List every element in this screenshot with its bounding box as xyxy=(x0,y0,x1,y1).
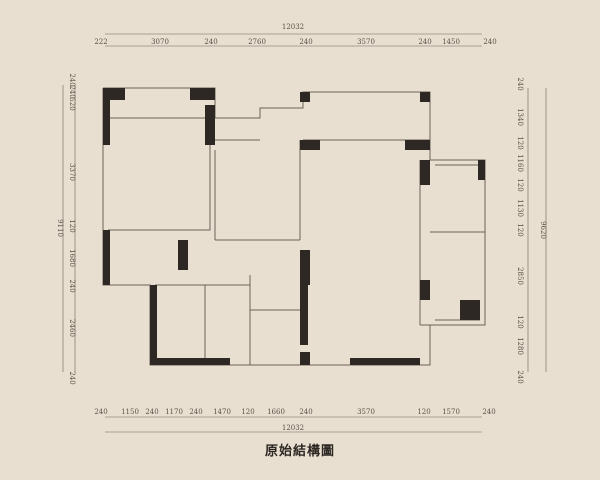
dim-left: 240 xyxy=(68,279,76,292)
dim-right-total: 9620 xyxy=(539,221,547,239)
dim-top: 3070 xyxy=(151,38,169,46)
dim-top: 240 xyxy=(418,38,431,46)
dim-top: 240 xyxy=(299,38,312,46)
dim-right: 1160 xyxy=(516,154,524,172)
dim-bottom: 240 xyxy=(189,408,202,416)
dim-left: 120 xyxy=(68,219,76,232)
plan-title: 原始結構圖 xyxy=(264,444,335,459)
walls xyxy=(102,87,486,366)
dim-right: 120 xyxy=(516,136,524,149)
dim-left: 240 xyxy=(68,73,76,86)
dim-bottom: 240 xyxy=(145,408,158,416)
dim-bottom-total: 12032 xyxy=(282,424,304,432)
dim-right: 1340 xyxy=(516,108,524,126)
dim-left: 3370 xyxy=(68,163,76,181)
dim-right: 120 xyxy=(516,178,524,191)
dimension-lines xyxy=(62,33,547,433)
dim-top: 240 xyxy=(483,38,496,46)
dim-top: 222 xyxy=(94,38,107,46)
dim-right: 120 xyxy=(516,223,524,236)
dim-bottom: 240 xyxy=(94,408,107,416)
dim-right: 240 xyxy=(516,77,524,90)
dim-bottom: 1660 xyxy=(267,408,285,416)
dim-right: 1280 xyxy=(516,337,524,355)
dim-left: 2460 xyxy=(68,319,76,337)
dim-bottom: 240 xyxy=(299,408,312,416)
dim-left: 1680 xyxy=(68,249,76,267)
dim-right: 120 xyxy=(516,315,524,328)
dim-left-total: 9110 xyxy=(56,219,64,237)
dim-bottom: 1470 xyxy=(213,408,231,416)
dim-right: 1130 xyxy=(516,199,524,217)
dim-bottom: 1150 xyxy=(121,408,139,416)
dim-top: 2760 xyxy=(248,38,266,46)
dim-left: 240 xyxy=(68,85,76,98)
dim-left: 520 xyxy=(68,97,76,110)
dim-top: 240 xyxy=(204,38,217,46)
dim-bottom: 1170 xyxy=(165,408,183,416)
dim-top-total: 12032 xyxy=(282,23,304,31)
dim-bottom: 120 xyxy=(241,408,254,416)
dim-left: 240 xyxy=(68,371,76,384)
dim-bottom: 240 xyxy=(482,408,495,416)
dim-top: 3570 xyxy=(357,38,375,46)
structural-columns xyxy=(103,88,485,365)
dim-bottom: 1570 xyxy=(442,408,460,416)
dim-right: 240 xyxy=(516,370,524,383)
dim-right: 2850 xyxy=(516,267,524,285)
dim-bottom: 3570 xyxy=(357,408,375,416)
dim-bottom: 120 xyxy=(417,408,430,416)
dim-top: 1450 xyxy=(442,38,460,46)
